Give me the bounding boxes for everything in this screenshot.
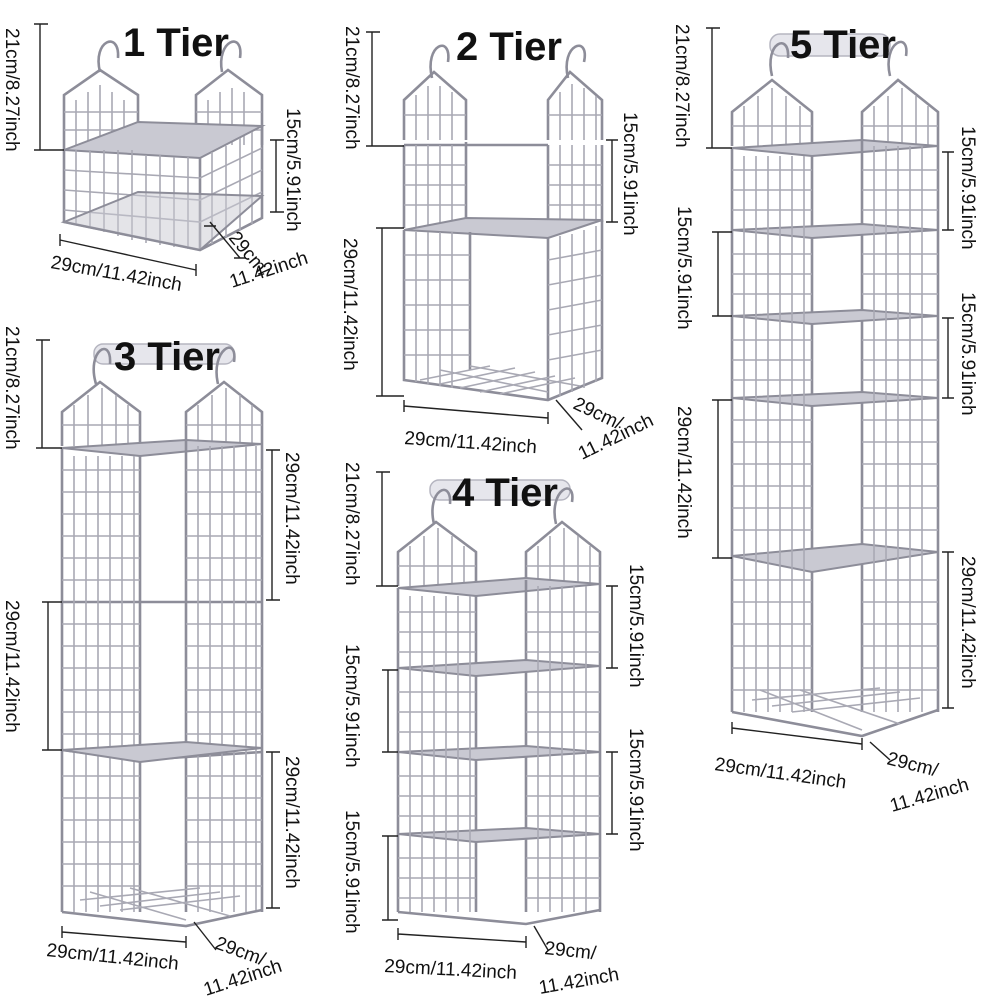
hook-right xyxy=(565,44,587,79)
hanging-rod xyxy=(769,33,891,57)
dim-label-width: 29cm/11.42inch xyxy=(384,956,518,984)
dim-label-hook-height: 21cm/8.27inch xyxy=(671,24,692,148)
dim-label-width: 29cm/11.42inch xyxy=(713,754,847,793)
dim-label-tier2-height: 29cm/11.42inch xyxy=(1,600,22,733)
hook-left xyxy=(769,42,790,77)
unit-4-tier: 4 Tier 21cm/8.27inc xyxy=(341,462,646,999)
dim-label-depth-line2: 11.42inch xyxy=(888,774,972,817)
dim-label-tier4-height: 29cm/11.42inch xyxy=(673,406,694,539)
dim-label-width: 29cm/11.42inch xyxy=(404,428,538,458)
dim-label-tier3-height: 29cm/11.42inch xyxy=(281,756,302,889)
unit-title: 1 Tier xyxy=(123,21,229,65)
dim-label-tier1-height: 15cm/5.91inch xyxy=(625,564,646,688)
organizer-frame xyxy=(402,70,604,402)
unit-title: 5 Tier xyxy=(790,23,896,67)
organizer-frame xyxy=(730,78,940,738)
dimension-lines xyxy=(706,27,954,761)
dim-label-hook-height: 21cm/8.27inch xyxy=(1,28,22,152)
organizer-frame xyxy=(60,380,264,928)
unit-title: 3 Tier xyxy=(114,335,220,379)
dimension-lines xyxy=(34,23,284,276)
dim-label-tier1-height: 15cm/5.91inch xyxy=(619,112,640,236)
dim-label-depth-line2: 11.42inch xyxy=(537,964,620,999)
hook-left xyxy=(92,347,112,385)
hook-right xyxy=(887,40,908,77)
unit-2-tier: 2 Tier 21cm/8.27inch 15cm/5.9 xyxy=(339,25,657,464)
dim-label-tier1-height: 15cm/5.91inch xyxy=(957,126,978,250)
dim-label-tier2-height: 15cm/5.91inch xyxy=(341,644,362,768)
dimension-lines xyxy=(376,471,618,951)
dim-label-tier3-height: 15cm/5.91inch xyxy=(957,292,978,416)
unit-title: 4 Tier xyxy=(452,471,558,515)
dimension-lines xyxy=(36,339,280,951)
dim-label-tier5-height: 29cm/11.42inch xyxy=(957,556,978,689)
dim-label-tier3-height: 15cm/5.91inch xyxy=(625,728,646,852)
dim-label-depth-line1: 29cm/ xyxy=(543,938,597,964)
unit-3-tier: 3 Tier 21cm/8.27inch 2 xyxy=(1,326,302,1000)
organizer-frame xyxy=(60,68,266,252)
dim-label-width: 29cm/11.42inch xyxy=(45,940,179,975)
hook-right xyxy=(215,346,236,385)
dim-label-hook-height: 21cm/8.27inch xyxy=(1,326,22,450)
dimension-lines xyxy=(366,31,618,431)
dim-label-tier2-height: 29cm/11.42inch xyxy=(339,238,360,371)
dim-label-tier4-height: 15cm/5.91inch xyxy=(341,810,362,934)
dim-label-depth-line1: 29cm/ xyxy=(885,748,941,781)
dim-label-width: 29cm/11.42inch xyxy=(49,252,183,296)
dim-label-tier1-height: 29cm/11.42inch xyxy=(281,452,302,585)
unit-title: 2 Tier xyxy=(456,25,562,69)
hook-right xyxy=(219,40,242,73)
dim-label-hook-height: 21cm/8.27inch xyxy=(341,26,362,150)
unit-1-tier: 1 Tier 21cm/8.27inch 15cm/5.91inch 29cm/… xyxy=(1,21,311,296)
hook-left xyxy=(431,488,452,525)
unit-5-tier: 5 Tier xyxy=(671,23,978,817)
organizer-frame xyxy=(396,520,602,926)
hook-right xyxy=(553,487,574,525)
dim-label-tier-height: 15cm/5.91inch xyxy=(282,108,303,232)
hook-left xyxy=(429,44,450,79)
hook-left xyxy=(97,40,120,73)
dim-label-hook-height: 21cm/8.27inch xyxy=(341,462,362,586)
dim-label-tier2-height: 15cm/5.91inch xyxy=(673,206,694,330)
